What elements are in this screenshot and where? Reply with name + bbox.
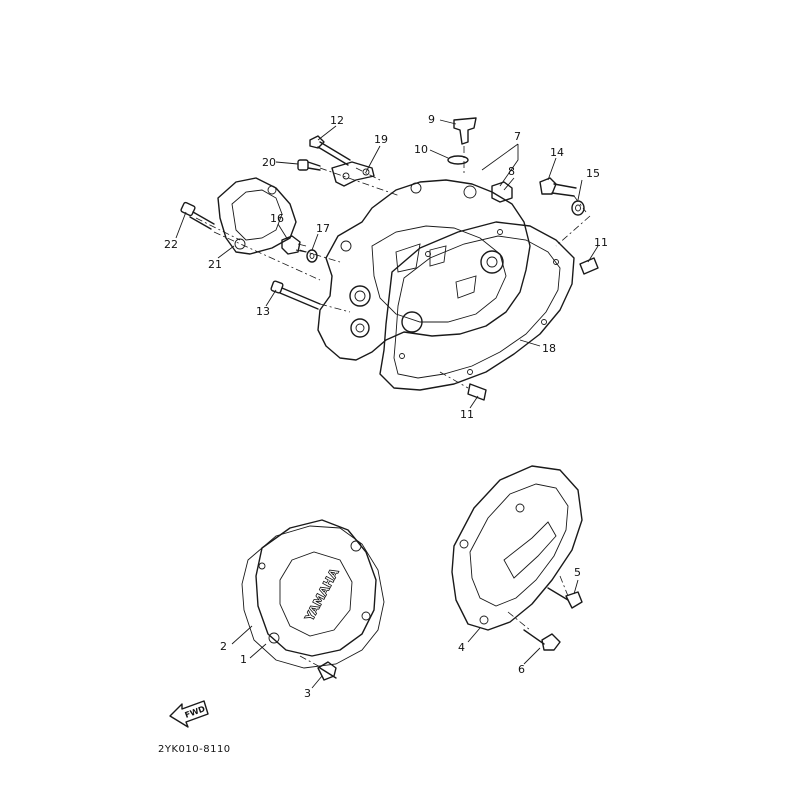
washer-15	[571, 200, 585, 216]
drawing-code: 2YK010-8110	[158, 744, 231, 755]
callout-18: 18	[542, 342, 556, 355]
callout-2: 2	[220, 640, 227, 653]
callout-numbers: 1 2 3 4 5 6 7 8 9 10 11 11 12 13 14 15 1…	[164, 113, 608, 700]
callout-3: 3	[304, 687, 311, 700]
alignment-line	[507, 611, 531, 631]
alignment-line	[299, 249, 341, 263]
bolt-5	[547, 587, 583, 609]
crankcase-cover-gasket	[379, 221, 575, 391]
alignment-line	[319, 303, 351, 313]
plug-8	[491, 181, 513, 203]
bracket-19	[331, 161, 375, 187]
alignment-line	[299, 655, 323, 669]
cover-21	[217, 177, 297, 255]
bolt-12	[309, 135, 351, 166]
callout-4: 4	[458, 641, 465, 654]
callout-13: 13	[256, 305, 270, 318]
alignment-line	[355, 167, 381, 181]
callout-21: 21	[208, 258, 222, 271]
callout-20: 20	[262, 156, 276, 169]
alignment-line	[319, 167, 401, 197]
crankcase-assembly	[317, 179, 531, 361]
callout-11a: 11	[594, 236, 608, 249]
callout-16: 16	[270, 212, 284, 225]
callout-7: 7	[514, 130, 521, 143]
plug-9	[453, 117, 477, 145]
o-ring-10	[447, 155, 469, 165]
crankcase-cover-4	[451, 465, 583, 631]
callout-11b: 11	[460, 408, 474, 421]
callout-12: 12	[330, 114, 344, 127]
bolt-22	[180, 201, 215, 230]
bolt-13	[270, 280, 321, 310]
callout-15: 15	[586, 167, 600, 180]
callout-6: 6	[518, 663, 525, 676]
washer-17	[306, 249, 318, 263]
alignment-line	[573, 195, 587, 213]
alignment-line	[213, 231, 321, 281]
dowel-pin-11-lower	[467, 383, 487, 401]
bolt-16	[281, 235, 307, 255]
leader-lines	[175, 119, 599, 689]
bolt-3	[317, 661, 337, 681]
fwd-arrow-icon: FWD	[169, 700, 209, 728]
callout-5: 5	[574, 566, 581, 579]
callout-19: 19	[374, 133, 388, 146]
bolt-14	[539, 177, 577, 197]
callout-8: 8	[508, 165, 515, 178]
alignment-line	[195, 217, 241, 241]
bolt-20	[297, 159, 321, 171]
callout-17: 17	[316, 222, 330, 235]
alignment-line	[555, 215, 591, 247]
callout-9: 9	[428, 113, 435, 126]
callout-14: 14	[550, 146, 564, 159]
bolt-6	[523, 629, 561, 651]
alignment-line	[439, 371, 469, 389]
alignment-line	[559, 575, 569, 597]
callout-1: 1	[240, 653, 247, 666]
yamaha-logo: YAMAHA	[302, 566, 342, 625]
callout-22: 22	[164, 238, 178, 251]
callout-10: 10	[414, 143, 428, 156]
